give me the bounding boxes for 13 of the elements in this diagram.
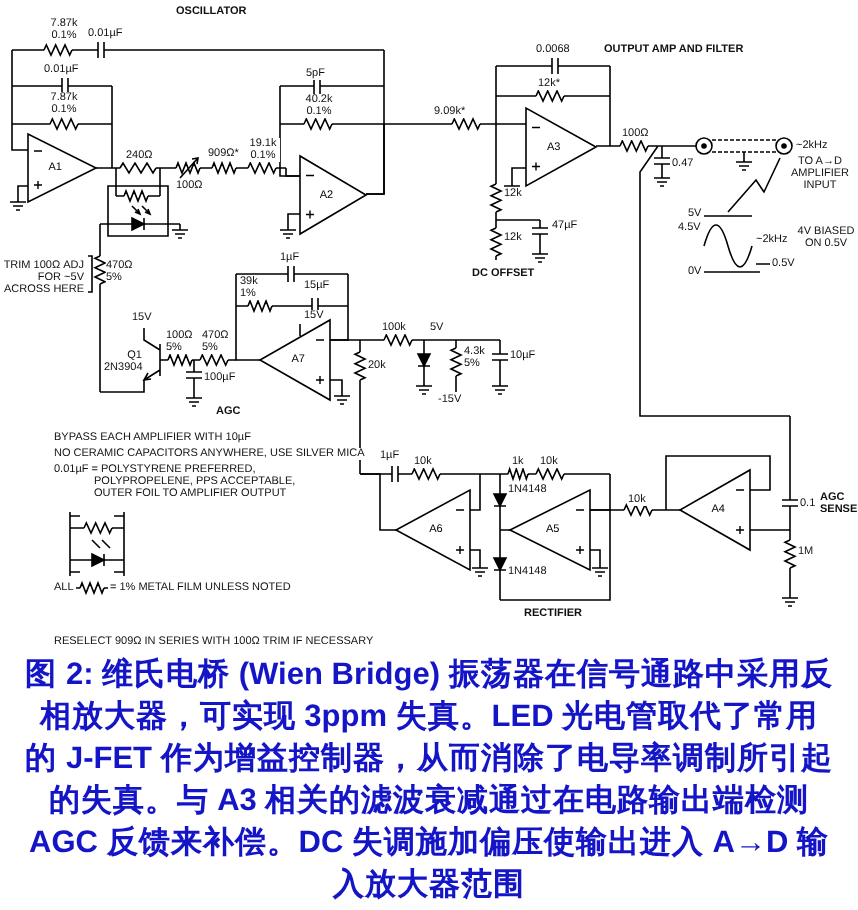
caption: 图 2: 维氏电桥 (Wien Bridge) 振荡器在信号通路中采用反相放大器，可实现 3ppm 失真。LED 光电管取代了常用的 J-FET 作为增益控制器，从而消除了电导率调制所引起的失真。与 A3 相关的滤波衰减通过在电路输出端检测 AGC 反馈来补偿。DC 失调施加偏压使输出进入 A→D 输入放大器范围 xyxy=(24,655,834,906)
wire xyxy=(329,339,397,531)
op-amp xyxy=(28,134,96,202)
wire xyxy=(11,41,385,195)
op-amp xyxy=(680,470,750,550)
wire xyxy=(469,466,611,511)
op-amp xyxy=(396,490,470,570)
wire xyxy=(595,139,799,531)
op-amp xyxy=(260,320,330,400)
op-amp xyxy=(526,108,596,186)
op-amp xyxy=(510,490,590,570)
wire xyxy=(95,160,301,177)
op-amp xyxy=(300,156,366,234)
